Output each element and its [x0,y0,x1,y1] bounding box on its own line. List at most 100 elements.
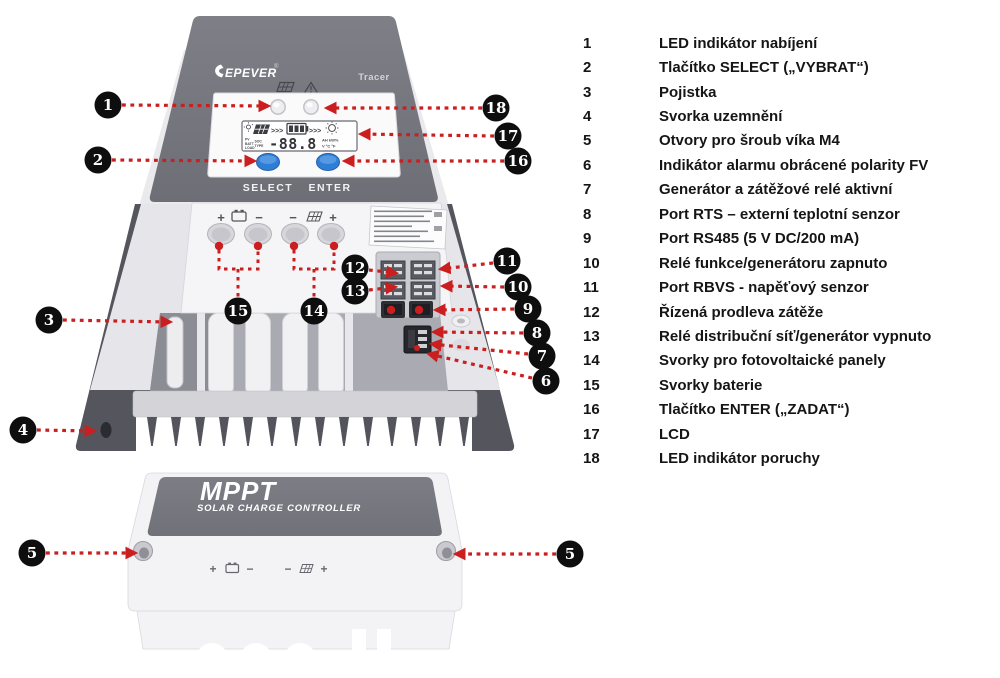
svg-text:8: 8 [532,324,542,342]
callout-5-left: 5 [18,539,46,567]
brand-name: EPEVER [225,66,277,80]
cover-terminal-markings: + − − + [209,562,327,576]
legend-label: Generátor a zátěžové relé aktivní [659,181,893,199]
legend-num: 13 [583,327,600,345]
callout-12: 12 [341,254,369,282]
svg-text:SOC: SOC [255,140,263,144]
legend-item-9: 9 Port RS485 (5 V DC/200 mA) [583,227,995,251]
brand-logo: EPEVER ® [215,63,279,80]
bracket-15 [217,250,260,297]
heatsink-fins [147,417,469,446]
legend-num: 3 [583,83,592,101]
registered-mark: ® [274,63,279,70]
cover-title: MPPT [200,476,277,506]
legend-label: Tlačítko SELECT („VYBRAT“) [659,59,869,77]
svg-text:14: 14 [304,302,325,320]
callout-3: 3 [35,306,63,334]
arrow-3 [62,315,174,329]
callout-16: 16 [504,147,532,175]
rbvs-terminal [410,260,436,280]
lcd-mode-labels: PV BATT LOAD SOC TYPE [245,138,264,150]
callout-8: 8 [523,319,551,347]
arrow-11 [437,261,494,275]
legend-label: LED indikátor nabíjení [659,34,818,52]
svg-text:5: 5 [27,544,37,562]
legend-num: 16 [583,401,600,419]
pv-array-icon [276,81,295,93]
legend-num: 17 [583,425,600,443]
arrow-2 [111,154,258,168]
lcd-display: >>> >>> PV BATT LOAD SOC TYPE -88.8 AH k… [241,120,358,153]
lcd-load-icon [325,121,339,135]
legend-num: 8 [583,205,592,223]
svg-text:10: 10 [508,278,529,296]
pv-terminal-plus [317,223,345,245]
svg-text:16: 16 [508,152,529,170]
svg-text:6: 6 [541,372,551,390]
callout-10: 10 [504,273,532,301]
legend-num: 7 [583,181,592,199]
legend-item-7: 7 Generátor a zátěžové relé aktivní [583,178,995,202]
battery-terminal-minus [244,223,272,245]
svg-text:AH kW%: AH kW% [322,138,339,143]
legend-label: Port RTS – externí teplotní senzor [659,205,900,223]
terminal-markings: + − − + [217,209,337,225]
cover-top-panel [147,477,442,536]
legend-label: Port RS485 (5 V DC/200 mA) [659,230,860,248]
legend-num: 12 [583,303,600,321]
cover-battery-icon [225,562,240,574]
svg-text:TYPE: TYPE [255,144,265,148]
callout-9: 9 [514,295,542,323]
legend-num: 6 [583,156,592,174]
svg-text:17: 17 [498,127,519,145]
legend-num: 10 [583,254,600,272]
legend-label: Relé distribuční síť/generátor vypnuto [659,327,932,345]
pv-terminal-minus [281,223,309,245]
select-button-label: SELECT [243,182,293,194]
svg-text:4: 4 [18,421,28,439]
battery-minus-label: − [255,210,263,225]
arrow-10 [439,279,505,293]
legend-num: 9 [583,230,592,248]
legend-num: 4 [583,108,592,126]
grounding-terminal [100,422,112,438]
select-button [256,153,280,171]
legend-num: 11 [583,279,599,297]
lcd-sun-icon [243,122,254,132]
svg-text:13: 13 [345,282,366,300]
wire-cover: MPPT SOLAR CHARGE CONTROLLER + − − + [127,472,463,675]
callout-15: 15 [224,297,252,325]
svg-text:+: + [320,562,327,576]
svg-text:BATT: BATT [245,142,255,146]
svg-text:3: 3 [44,311,54,329]
battery-plus-label: + [217,210,225,225]
connector-panel [375,251,441,319]
callout-2: 2 [84,146,112,174]
load-delay-terminal [380,260,406,280]
legend-label: LCD [659,425,690,443]
callout-6: 6 [532,367,560,395]
cover-solar-icon [299,564,314,573]
callout-17: 17 [494,122,522,150]
svg-text:11: 11 [497,252,518,270]
svg-text:1: 1 [103,96,113,114]
terminal-holes [207,223,345,245]
legend-num: 14 [583,352,600,370]
heatsink-base [132,390,478,418]
bracket-14 [292,250,336,297]
svg-text:PV: PV [245,138,250,142]
pv-plus-label: + [329,210,337,225]
callout-14: 14 [300,297,328,325]
